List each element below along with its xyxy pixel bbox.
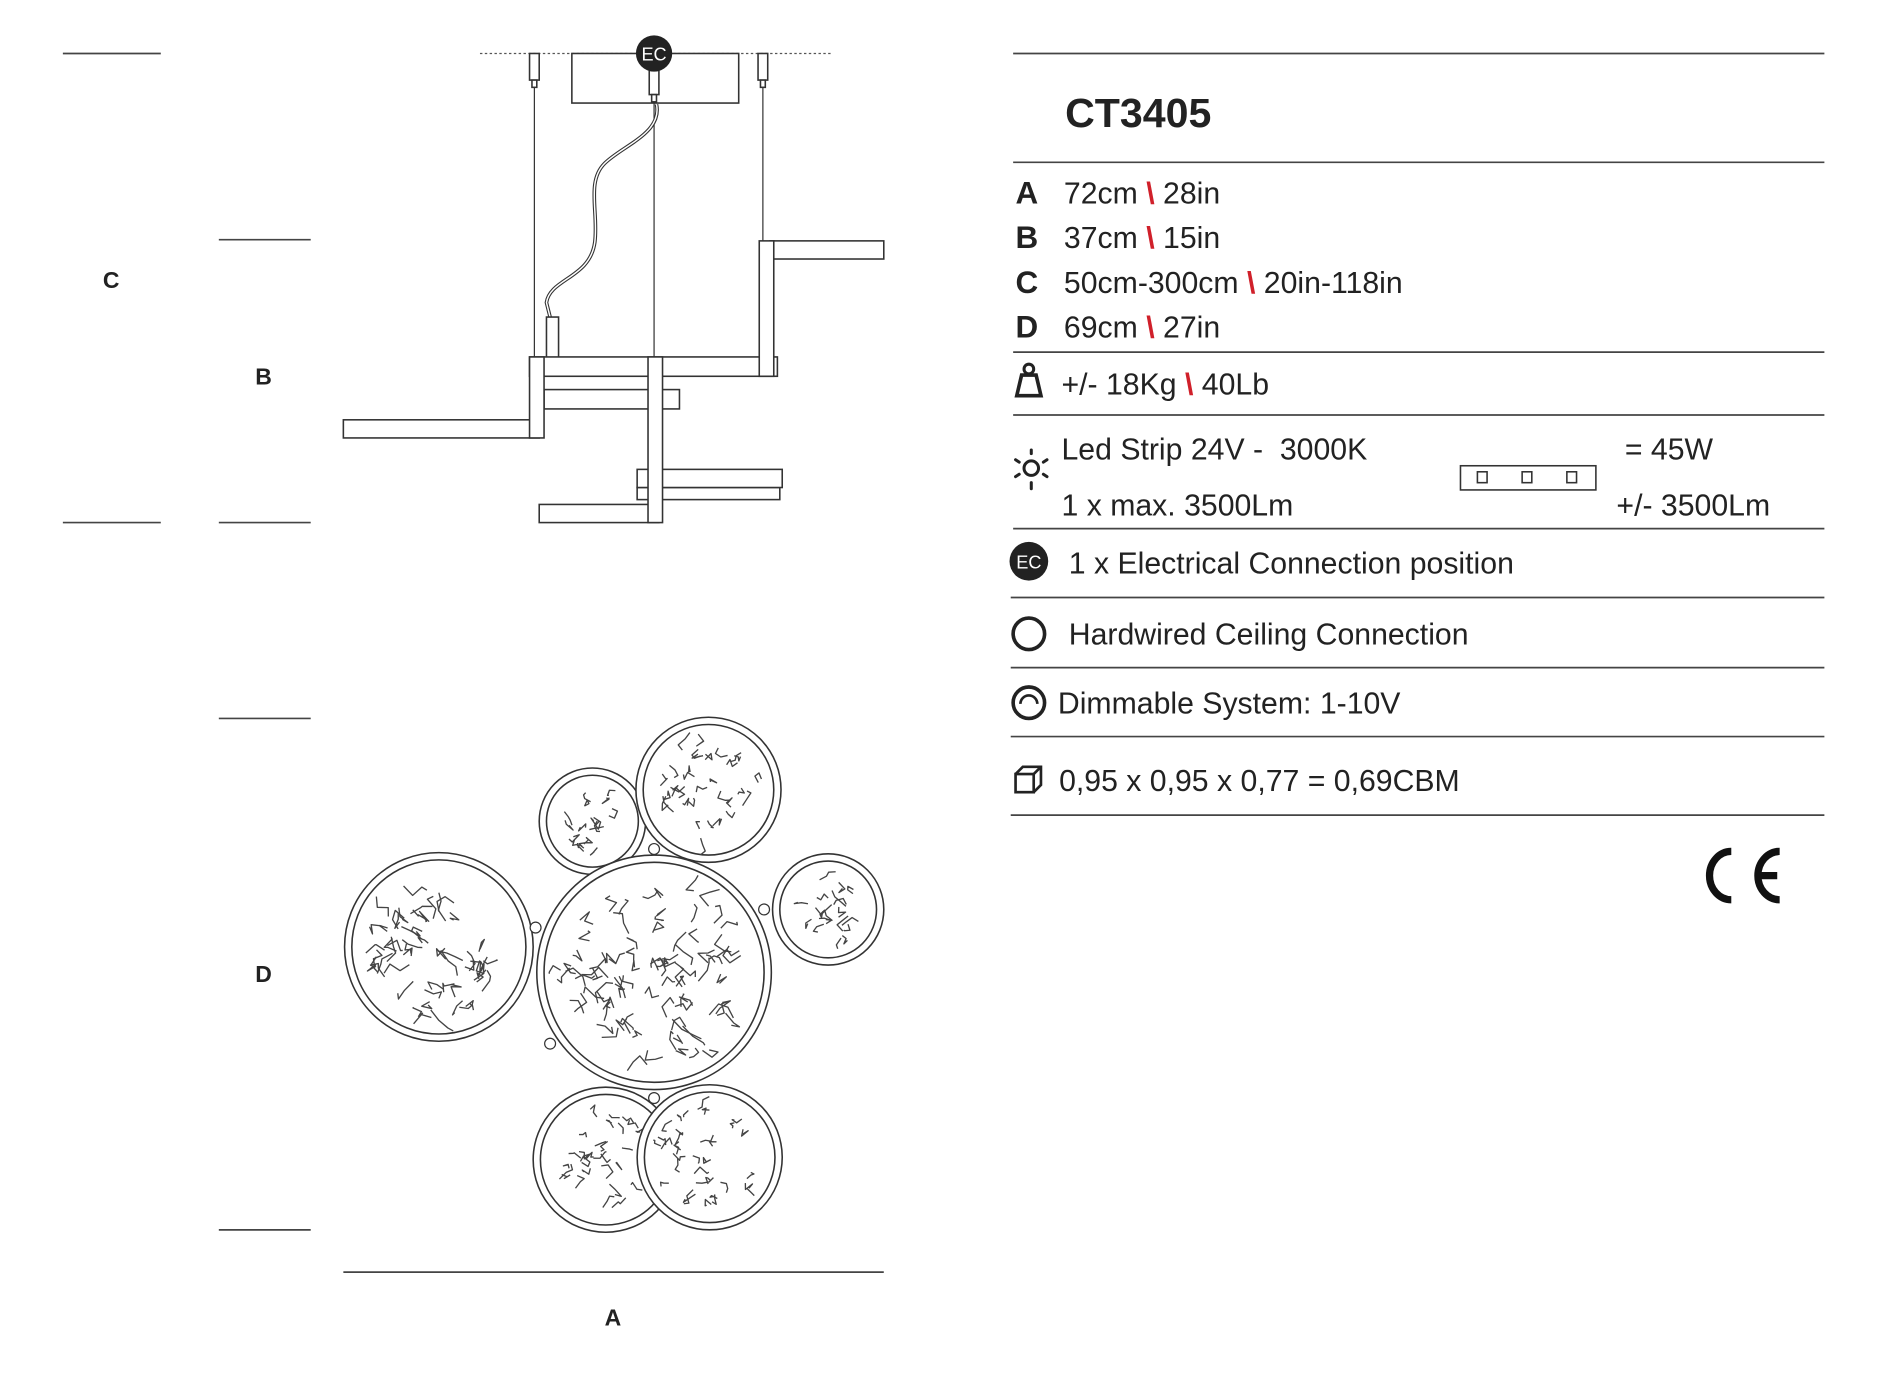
connector-joint — [544, 1037, 557, 1050]
svg-text:+/- 18Kg \ 40Lb: +/- 18Kg \ 40Lb — [1062, 368, 1270, 401]
dimension-imperial: 28in — [1163, 177, 1220, 210]
product-code: CT3405 — [1065, 90, 1211, 136]
ec-marker — [635, 35, 673, 72]
svg-text:69cm \ 27in: 69cm \ 27in — [1064, 312, 1220, 345]
svg-text:50cm-300cm \ 20in-118in: 50cm-300cm \ 20in-118in — [1064, 267, 1403, 300]
led-row: Led Strip 24V - 3000K 1 x max. 3500Lm = … — [1014, 434, 1770, 522]
separator: \ — [1146, 177, 1155, 210]
ce-mark: CE — [1705, 847, 1780, 920]
dimension-letter: D — [1016, 310, 1039, 345]
circle-icon — [1011, 616, 1047, 652]
dimension-markers: C B D A — [62, 52, 884, 1330]
sun-icon — [1014, 448, 1049, 491]
ec-text: 1 x Electrical Connection position — [1069, 547, 1514, 580]
suspension-cables — [528, 52, 769, 357]
led-power: = 45W — [1625, 434, 1714, 467]
separator: \ — [1247, 267, 1256, 300]
dimension-label-c: C — [103, 267, 120, 293]
ec-icon — [1009, 541, 1049, 581]
dimension-imperial: 15in — [1163, 222, 1220, 255]
led-strip-icon — [1459, 464, 1597, 491]
dimmable-text: Dimmable System: 1-10V — [1058, 688, 1401, 721]
led-lumen: +/- 3500Lm — [1616, 489, 1770, 522]
shade-disc — [536, 854, 773, 1091]
dimension-imperial: 27in — [1163, 312, 1220, 345]
side-view-drawing: EC — [342, 35, 885, 524]
separator: \ — [1146, 222, 1155, 255]
packaging-row: 0,95 x 0,95 x 0,77 = 0,69CBM — [1014, 765, 1460, 798]
dimension-imperial: 20in-118in — [1264, 267, 1403, 300]
hardwired-row: Hardwired Ceiling Connection — [1011, 616, 1469, 652]
separator: \ — [1146, 312, 1155, 345]
shade-disc — [771, 853, 885, 966]
weight-imperial: 40Lb — [1202, 368, 1269, 401]
shade-disc — [343, 851, 534, 1043]
weight-metric: +/- 18Kg — [1062, 368, 1177, 401]
dimmer-icon — [1011, 685, 1047, 721]
dimension-metric: 69cm — [1064, 312, 1138, 345]
shade-disc — [532, 1086, 680, 1234]
dimension-label-a: A — [605, 1304, 622, 1330]
connector-joint — [758, 903, 771, 916]
dimension-row-d: D 69cm \ 27in — [1016, 310, 1221, 345]
dimension-row-b: B 37cm \ 15in — [1016, 220, 1221, 255]
shade-disc — [538, 767, 647, 876]
connector-joint — [648, 842, 661, 856]
svg-text:72cm \ 28in: 72cm \ 28in — [1064, 177, 1220, 210]
spec-table: CT3405 A 72cm \ 28in B 37cm \ 15in C 50c… — [1009, 52, 1825, 920]
dimension-metric: 37cm — [1064, 222, 1138, 255]
dimension-letter: C — [1016, 265, 1039, 300]
connector-joint — [648, 1092, 661, 1105]
hardwired-text: Hardwired Ceiling Connection — [1069, 619, 1469, 652]
dimension-metric: 72cm — [1064, 177, 1138, 210]
ec-row: EC 1 x Electrical Connection position — [1009, 541, 1514, 581]
dimension-label-b: B — [255, 364, 272, 390]
dimension-letter: A — [1016, 175, 1039, 210]
led-lumen-max: 1 x max. 3500Lm — [1062, 489, 1294, 522]
ec-icon-label: EC — [1016, 553, 1041, 573]
svg-text:37cm \ 15in: 37cm \ 15in — [1064, 222, 1220, 255]
ec-marker-label: EC — [641, 45, 666, 65]
weight-icon — [1014, 362, 1044, 398]
packaging-text: 0,95 x 0,95 x 0,77 = 0,69CBM — [1059, 765, 1460, 798]
dimmable-row: Dimmable System: 1-10V — [1011, 685, 1401, 721]
top-view-drawing — [343, 716, 885, 1234]
separator: \ — [1185, 368, 1194, 401]
dimension-row-a: A 72cm \ 28in — [1016, 175, 1221, 210]
dimension-metric: 50cm-300cm — [1064, 267, 1239, 300]
dimension-label-d: D — [255, 961, 272, 987]
connector-joint — [529, 921, 542, 934]
weight-row: +/- 18Kg \ 40Lb — [1014, 362, 1270, 401]
led-strip-spec: Led Strip 24V - 3000K — [1062, 434, 1368, 467]
shade-disc — [636, 1083, 784, 1231]
box-icon — [1014, 765, 1043, 794]
shade-disc — [635, 716, 782, 864]
ce-mark-text: CE — [1741, 918, 1743, 920]
dimension-row-c: C 50cm-300cm \ 20in-118in — [1016, 265, 1403, 300]
lamp-arms — [342, 240, 885, 524]
dimension-letter: B — [1016, 220, 1039, 255]
